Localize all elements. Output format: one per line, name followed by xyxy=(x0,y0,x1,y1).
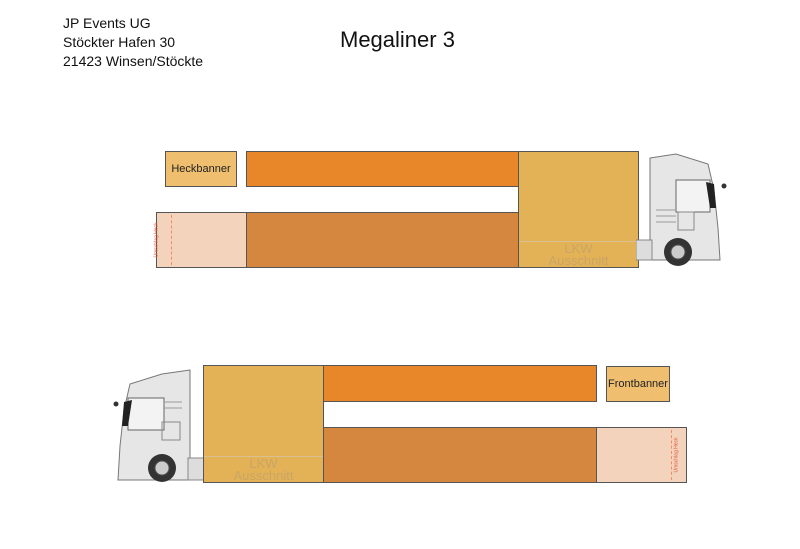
frontbanner: Frontbanner xyxy=(606,366,670,402)
cab-divider xyxy=(519,241,638,242)
umschlag-label: Umschlag Heck xyxy=(673,437,680,473)
lkw-label-1: LKW xyxy=(564,241,593,256)
bottom-upper-banner-area xyxy=(323,365,597,402)
address-line-1: JP Events UG xyxy=(63,15,151,31)
top-upper-banner-area xyxy=(246,151,519,187)
fold-line xyxy=(671,430,672,480)
truck-cab-right-icon xyxy=(636,153,727,266)
cab-divider xyxy=(204,456,323,457)
address-line-2: Stöckter Hafen 30 xyxy=(63,34,176,50)
lkw-label-1: LKW xyxy=(249,456,278,471)
address-line-3: 21423 Winsen/Stöckte xyxy=(63,53,204,69)
company-address: JP Events UG Stöckter Hafen 30 21423 Win… xyxy=(63,14,203,71)
bottom-umschlag-heck: Umschlag Heck xyxy=(596,427,687,483)
bottom-lower-banner-area xyxy=(323,427,597,483)
lkw-label-2: Ausschnitt xyxy=(233,468,294,483)
truck-cab-left-icon xyxy=(113,369,205,482)
heckbanner: Heckbanner xyxy=(165,151,237,187)
umschlag-label: Umschlag Heck xyxy=(153,222,160,258)
top-lower-banner-area xyxy=(246,212,519,268)
top-umschlag-heck: Umschlag Heck xyxy=(153,212,247,268)
page-title: Megaliner 3 xyxy=(340,27,455,52)
lkw-label-2: Ausschnitt xyxy=(548,253,609,268)
fold-line xyxy=(171,215,172,265)
